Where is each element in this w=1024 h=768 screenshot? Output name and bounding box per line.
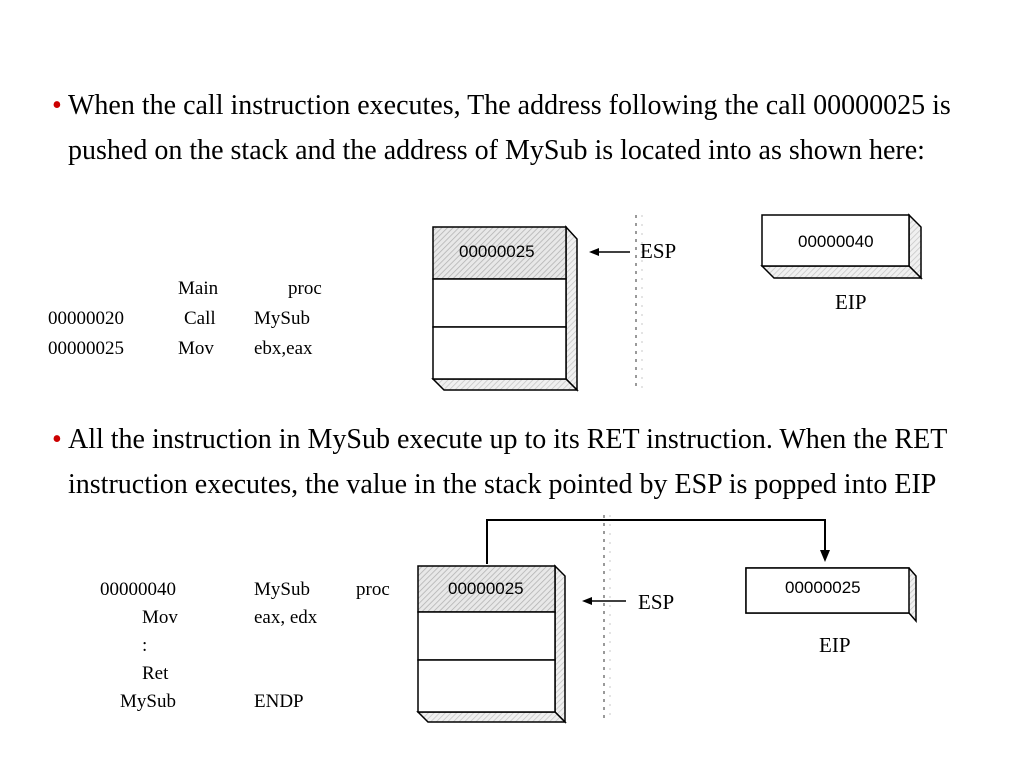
- eip-label: EIP: [835, 290, 867, 314]
- code-op: MySub: [120, 691, 176, 712]
- code-op: Main: [178, 278, 219, 299]
- bullet-text: All the instruction in MySub execute up …: [68, 424, 947, 500]
- code-op: Call: [184, 308, 216, 329]
- eip-value: 00000025: [785, 578, 861, 597]
- bullet-marker: •: [52, 424, 62, 455]
- bullet-text: When the call instruction executes, The …: [68, 90, 951, 166]
- code-arg: MySub: [254, 308, 310, 329]
- esp-label: ESP: [638, 590, 675, 614]
- code-op: Ret: [142, 663, 169, 684]
- bullet-call-explanation: • When the call instruction executes, Th…: [52, 83, 982, 173]
- code-arg: proc: [288, 278, 322, 299]
- code-extra: proc: [356, 579, 390, 600]
- stack-diagram-call-drawing: [431, 213, 923, 392]
- code-arg: ebx,eax: [254, 338, 313, 359]
- stack-top-value: 00000025: [448, 579, 524, 598]
- code-arg: ENDP: [254, 691, 304, 712]
- code-op: Mov: [142, 607, 178, 628]
- code-address: 00000020: [48, 308, 124, 329]
- stack-top-value: 00000025: [459, 242, 535, 261]
- code-listing-mysub: 00000040 MySub proc Mov eax, edx : Ret M…: [100, 575, 410, 735]
- code-arg: MySub: [254, 579, 310, 600]
- stack-diagram-ret-drawing: [416, 515, 917, 724]
- eip-value: 00000040: [798, 232, 874, 251]
- esp-label: ESP: [640, 239, 677, 263]
- code-listing-main: Main proc 00000020 Call MySub 00000025 M…: [48, 274, 348, 369]
- stack-diagram-call: 00000025 ESP 00000040 EIP: [425, 210, 945, 395]
- stack-diagram-ret: 00000025 ESP 00000025 EIP: [410, 510, 930, 730]
- code-arg: eax, edx: [254, 607, 318, 628]
- code-address: 00000040: [100, 579, 176, 600]
- bullet-marker: •: [52, 90, 62, 121]
- code-address: 00000025: [48, 338, 124, 359]
- code-op: Mov: [178, 338, 214, 359]
- bullet-ret-explanation: • All the instruction in MySub execute u…: [52, 417, 982, 507]
- eip-label: EIP: [819, 633, 851, 657]
- code-op: :: [142, 635, 148, 656]
